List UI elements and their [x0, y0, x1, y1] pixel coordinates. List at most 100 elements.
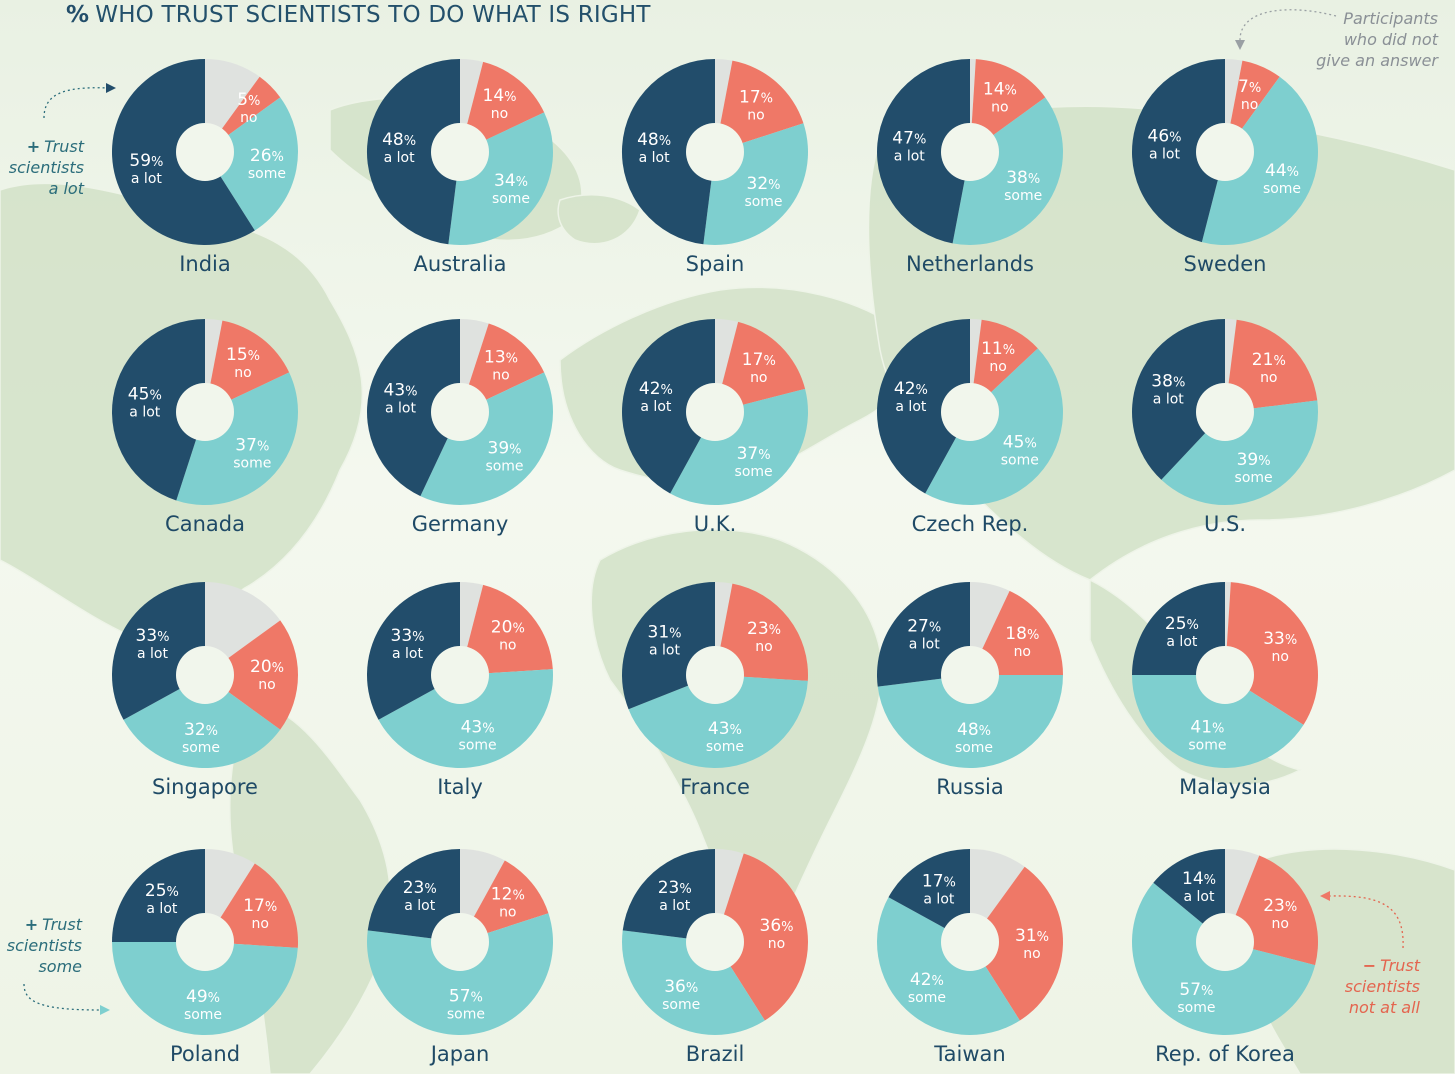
slice-singapore-no	[205, 620, 298, 730]
label-australia-no-value: 14%	[483, 86, 517, 106]
label-netherlands-no-word: no	[991, 100, 1008, 116]
label-france-a-lot-word: a lot	[649, 643, 680, 659]
label-italy-a-lot-value: 33%	[391, 626, 425, 646]
slice-italy-no	[460, 584, 553, 675]
donut-hole-germany	[431, 383, 489, 441]
label-rep-of-korea-no-word: no	[1271, 916, 1288, 932]
label-netherlands-no-value: 14%	[983, 80, 1017, 100]
label-france-no-value: 23%	[747, 619, 781, 639]
slice-australia-no	[460, 61, 545, 152]
slice-poland-a-lot	[112, 849, 205, 942]
label-australia-a-lot-value: 48%	[382, 130, 416, 150]
donut-hole-u-k	[686, 383, 744, 441]
slice-japan-no	[460, 860, 549, 942]
label-u-k-no-value: 17%	[742, 350, 776, 370]
slice-taiwan-no	[970, 866, 1063, 1021]
slice-france-some	[628, 675, 808, 769]
label-sweden-no-word: no	[1241, 97, 1258, 113]
label-singapore-no-value: 20%	[250, 657, 284, 677]
label-russia-no-value: 18%	[1005, 624, 1039, 644]
label-taiwan-no-value: 31%	[1015, 926, 1049, 946]
label-brazil-some-value: 36%	[664, 977, 698, 997]
donut-hole-sweden	[1196, 123, 1254, 181]
label-india-a-lot-word: a lot	[131, 171, 162, 187]
label-brazil-no-value: 36%	[760, 916, 794, 936]
plus-icon: +	[24, 915, 39, 934]
slice-sweden-a-lot	[1131, 59, 1225, 243]
label-canada-a-lot-value: 45%	[128, 385, 162, 405]
label-russia-some-value: 48%	[957, 720, 991, 740]
label-taiwan-a-lot-value: 17%	[922, 872, 956, 892]
donut-hole-canada	[176, 383, 234, 441]
donut-hole-netherlands	[941, 123, 999, 181]
country-label-rep-of-korea: Rep. of Korea	[1155, 1042, 1295, 1066]
slice-brazil-a-lot	[622, 849, 715, 942]
annotation-trust-some: +Trust scientists some	[6, 915, 82, 976]
label-india-a-lot-value: 59%	[129, 151, 163, 171]
label-sweden-some-value: 44%	[1265, 161, 1299, 181]
donut-hole-u-s	[1196, 383, 1254, 441]
donut-hole-singapore	[176, 646, 234, 704]
label-spain-a-lot-word: a lot	[639, 150, 670, 166]
donut-hole-india	[176, 123, 234, 181]
donut-hole-australia	[431, 123, 489, 181]
label-australia-no-word: no	[491, 106, 508, 122]
label-canada-some-value: 37%	[235, 436, 269, 456]
label-germany-no-word: no	[492, 368, 509, 384]
label-u-k-some-value: 37%	[737, 444, 771, 464]
label-italy-no-word: no	[499, 638, 516, 654]
slice-india-some	[205, 97, 298, 231]
label-france-some-value: 43%	[708, 719, 742, 739]
label-germany-a-lot-value: 43%	[384, 381, 418, 401]
label-poland-some-value: 49%	[186, 987, 220, 1007]
label-u-k-some-word: some	[735, 464, 773, 480]
annotation-trust-a-lot: +Trust scientists a lot	[8, 137, 84, 198]
label-india-no-value: 5%	[237, 90, 260, 110]
country-label-singapore: Singapore	[152, 775, 258, 799]
donut-hole-brazil	[686, 913, 744, 971]
label-poland-no-word: no	[251, 916, 268, 932]
label-u-k-no-word: no	[750, 370, 767, 386]
label-rep-of-korea-some-value: 57%	[1179, 980, 1213, 1000]
label-india-no-word: no	[240, 110, 257, 126]
label-u-k-a-lot-word: a lot	[640, 399, 671, 415]
label-czech-rep-no-word: no	[989, 359, 1006, 375]
label-spain-no-word: no	[747, 108, 764, 124]
label-australia-some-value: 34%	[494, 171, 528, 191]
slice-poland-some	[111, 942, 298, 1036]
minus-icon: −	[1362, 956, 1377, 975]
label-brazil-some-word: some	[662, 997, 700, 1013]
slice-u-s-some	[1161, 400, 1319, 505]
slice-taiwan-a-lot	[888, 849, 970, 942]
label-russia-some-word: some	[955, 740, 993, 756]
donut-hole-rep-of-korea	[1196, 913, 1254, 971]
label-france-a-lot-value: 31%	[648, 623, 682, 643]
label-italy-some-word: some	[459, 738, 497, 754]
slice-singapore-some	[123, 675, 281, 769]
slice-spain-no	[715, 60, 804, 152]
label-rep-of-korea-no-value: 23%	[1263, 896, 1297, 916]
slice-taiwan-some	[877, 897, 1020, 1035]
label-u-s-no-value: 21%	[1252, 350, 1286, 370]
slice-brazil-no	[715, 853, 808, 1021]
label-taiwan-some-word: some	[908, 990, 946, 1006]
label-u-s-some-word: some	[1235, 470, 1273, 486]
label-netherlands-some-value: 38%	[1006, 168, 1040, 188]
label-malaysia-no-value: 33%	[1263, 629, 1297, 649]
label-germany-some-value: 39%	[488, 439, 522, 459]
country-label-italy: Italy	[437, 775, 483, 799]
label-rep-of-korea-a-lot-value: 14%	[1182, 869, 1216, 889]
label-czech-rep-some-value: 45%	[1003, 433, 1037, 453]
slice-japan-a-lot	[367, 849, 460, 942]
label-russia-a-lot-value: 27%	[907, 617, 941, 637]
label-germany-a-lot-word: a lot	[385, 401, 416, 417]
slice-u-k-a-lot	[621, 319, 715, 494]
label-india-some-word: some	[248, 166, 286, 182]
country-label-spain: Spain	[685, 252, 745, 276]
label-russia-a-lot-word: a lot	[909, 637, 940, 653]
donut-hole-russia	[941, 646, 999, 704]
label-canada-a-lot-word: a lot	[129, 405, 160, 421]
donut-hole-japan	[431, 913, 489, 971]
slice-singapore-no-answer	[205, 582, 281, 675]
slice-u-k-some	[670, 388, 809, 506]
